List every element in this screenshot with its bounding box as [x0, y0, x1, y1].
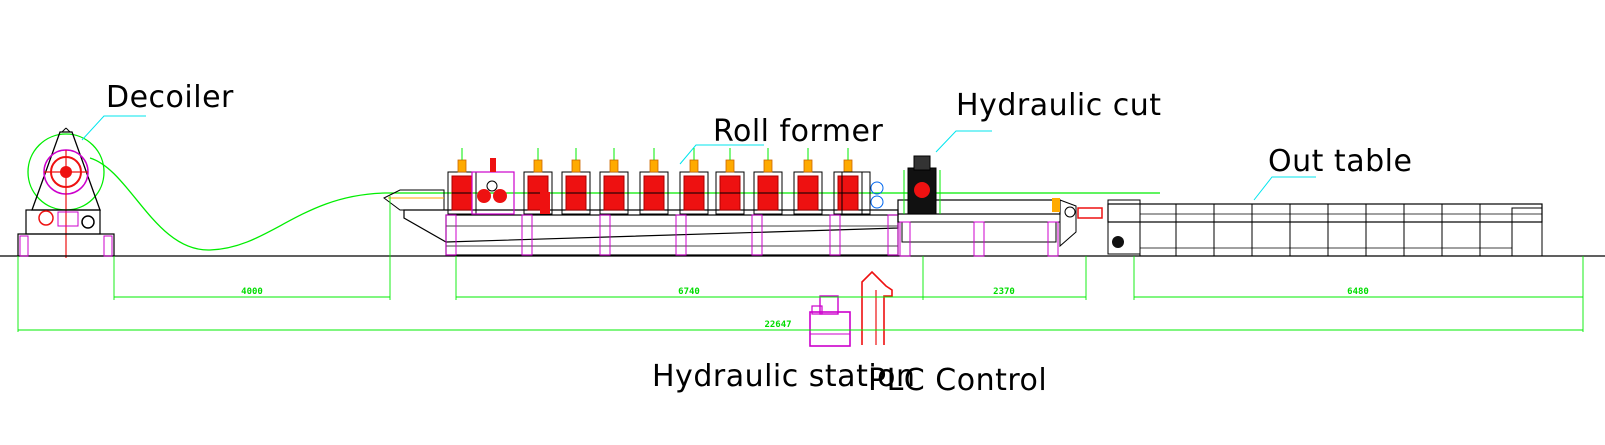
- leader-out-table: [1253, 176, 1316, 201]
- leader-roll-former: [679, 144, 764, 165]
- forming-stand: [561, 148, 591, 215]
- out-table: [1107, 199, 1543, 257]
- label-decoiler: Decoiler: [106, 80, 234, 115]
- hydraulic-cut-machine: [897, 155, 1103, 257]
- leader-decoiler: [81, 115, 146, 141]
- dim-decoiler-gap: 4000: [241, 287, 263, 297]
- dim-total: 22647: [764, 320, 791, 330]
- roll-former-machine: [383, 148, 899, 256]
- label-hydraulic-station: Hydraulic station: [652, 359, 916, 394]
- label-hydraulic-cut: Hydraulic cut: [956, 88, 1162, 123]
- hydraulic-station-unit: [809, 295, 851, 347]
- leader-hydraulic-cut: [935, 130, 992, 153]
- label-roll-former: Roll former: [713, 114, 883, 149]
- dim-cutter: 2370: [993, 287, 1015, 297]
- forming-stand: [639, 148, 669, 215]
- forming-stand: [715, 148, 745, 215]
- dim-out-table: 6480: [1347, 287, 1369, 297]
- forming-stand: [679, 148, 709, 215]
- forming-stand: [599, 148, 629, 215]
- dim-roll-former: 6740: [678, 287, 700, 297]
- forming-stand: [447, 148, 477, 215]
- decoiler-machine: [17, 127, 115, 258]
- steel-strip: [89, 157, 1160, 251]
- forming-stand: [793, 148, 823, 215]
- label-plc-control: PLC Control: [868, 363, 1047, 398]
- forming-stand: [753, 148, 783, 215]
- plc-control-cabinet: [861, 270, 893, 345]
- forming-stand: [833, 148, 863, 215]
- label-out-table: Out table: [1268, 144, 1412, 179]
